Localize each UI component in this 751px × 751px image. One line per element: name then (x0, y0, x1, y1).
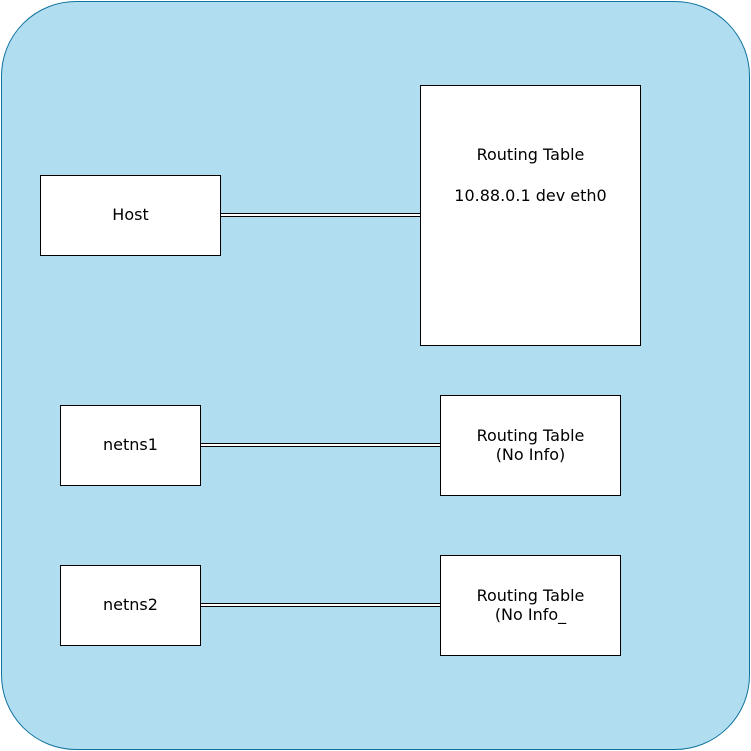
host-label: Host (112, 205, 149, 225)
netns2-node: netns2 (60, 565, 201, 646)
connector-netns2-routing-table (200, 603, 441, 607)
netns2-routing-table-node: Routing Table (No Info_ (440, 555, 621, 656)
host-routing-table-title: Routing Table (476, 145, 585, 164)
netns1-routing-table-status: (No Info) (495, 444, 566, 464)
netns2-label: netns2 (103, 595, 158, 615)
netns2-routing-table-status: (No Info_ (494, 604, 567, 624)
host-node: Host (40, 175, 221, 256)
host-routing-table-entry: 10.88.0.1 dev eth0 (454, 186, 607, 205)
netns1-label: netns1 (103, 435, 158, 455)
connector-host-routing-table (220, 213, 421, 217)
netns1-routing-table-node: Routing Table (No Info) (440, 395, 621, 496)
connector-netns1-routing-table (200, 443, 441, 447)
netns1-node: netns1 (60, 405, 201, 486)
netns2-routing-table-title: Routing Table (476, 586, 585, 606)
host-routing-table-node: Routing Table 10.88.0.1 dev eth0 (420, 85, 641, 346)
netns1-routing-table-title: Routing Table (476, 426, 585, 446)
